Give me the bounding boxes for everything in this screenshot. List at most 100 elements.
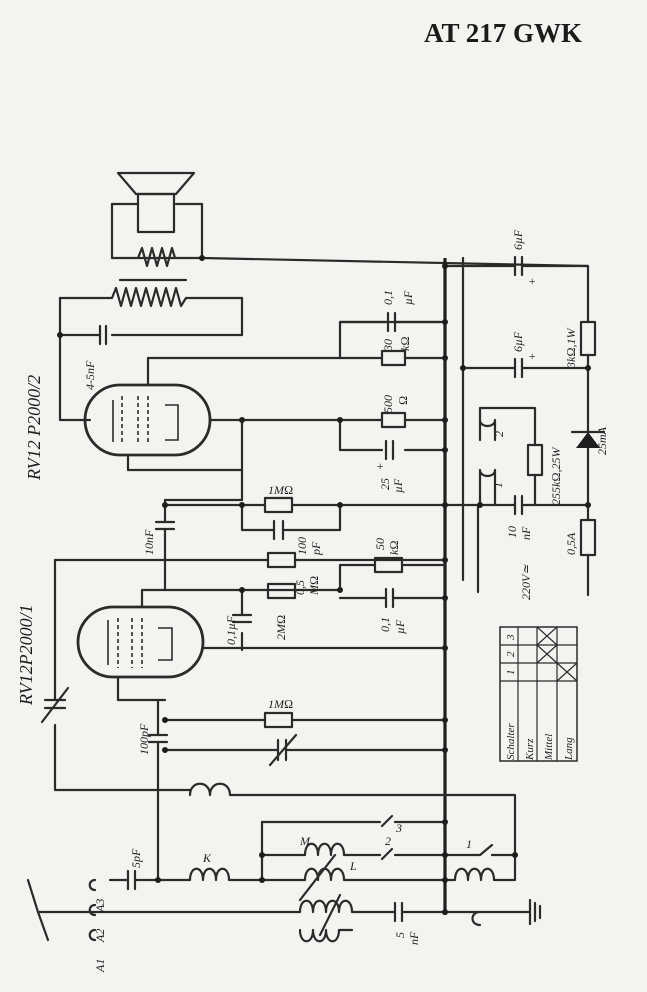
resistor-500: [380, 411, 407, 429]
resistor-3k: [579, 320, 597, 357]
tube1-cathode-wire: [163, 418, 244, 502]
label-antenna-a1: A1: [93, 959, 107, 973]
resistor-0-5m: [266, 551, 297, 569]
label-c-5nf: 5: [393, 932, 407, 938]
capacitor-100pf-coupling: [147, 698, 169, 882]
label-c-4-5nf: 4-5nF: [83, 360, 97, 390]
table-col-2: 2: [505, 651, 517, 657]
label-r-1m-top: 1MΩ: [268, 483, 293, 497]
label-coil-k: K: [202, 851, 212, 865]
label-c-0-1uf-tube2: 0,1µF: [224, 615, 238, 645]
label-c-10nf-mains-unit: nF: [519, 526, 533, 540]
label-r-500: 500: [381, 395, 395, 413]
antenna-icon: [26, 878, 112, 942]
label-r-30k: 30: [381, 339, 395, 352]
resistor-50k: [373, 556, 404, 574]
label-c-25uf: 25: [378, 478, 392, 490]
label-c-6uf-top-plus: +: [528, 274, 536, 288]
label-r-500-unit: Ω: [396, 396, 410, 405]
resistor-2m: [266, 582, 297, 600]
capacitor-25uf: [384, 439, 395, 461]
diagram-title: AT 217 GWK: [424, 18, 582, 48]
ground-icon: [478, 898, 542, 926]
label-c-10nf: 10nF: [142, 529, 156, 555]
label-c-25uf-unit: µF: [391, 478, 405, 493]
switch-3-icon: [380, 814, 394, 828]
label-switch-3: 3: [395, 821, 402, 835]
label-antenna-a2: A2: [93, 929, 107, 943]
cathode-network-wire: [240, 418, 447, 452]
trimmer-capacitor-icon: [40, 686, 70, 724]
label-diode-25ma: 25mA: [595, 426, 609, 455]
capacitor-6uf-top: [443, 255, 590, 277]
label-c-6uf-second: 6µF: [511, 331, 525, 352]
regeneration-coil-icon: [188, 782, 517, 862]
capacitor-4-5nf: [58, 324, 108, 346]
label-r-30k-unit: kΩ: [398, 336, 412, 351]
label-coil-l: L: [349, 859, 357, 873]
table-row-lang: Lang: [563, 737, 575, 761]
antenna-tuning-arrow-icon: [318, 893, 342, 937]
table-header-label: Schalter: [505, 723, 517, 760]
junction-dots: [57, 255, 591, 915]
label-coil-m: M: [299, 834, 311, 848]
rectifier-diode-icon: [570, 416, 606, 507]
table-row-kurz: Kurz: [524, 738, 536, 761]
table-col-1: 1: [505, 670, 517, 676]
label-r-0-5m-unit: MΩ: [307, 576, 321, 596]
capacitor-6uf-second: [461, 357, 590, 379]
vacuum-tube-icon-2: [76, 605, 205, 679]
regeneration-wire: [53, 558, 192, 792]
tuning-arrow-icon: [298, 853, 337, 902]
variable-capacitor-icon: [268, 733, 298, 767]
resistor-1m-top: [263, 496, 294, 514]
label-fuse: 0,5A: [564, 532, 578, 555]
label-r-2m: 2MΩ: [274, 615, 288, 640]
output-transformer: [58, 286, 244, 422]
label-antenna-a3: A3: [93, 899, 107, 913]
switch-2-icon: [380, 847, 394, 861]
label-c-5nf-unit: nF: [407, 931, 421, 945]
label-r-0-5m: 0,5: [293, 580, 307, 595]
coil-k-icon: [133, 867, 264, 882]
dial-lamp-2-icon: [478, 418, 497, 442]
c-100pf-wire: [240, 503, 342, 532]
tube1-grid-wire: [126, 453, 244, 472]
label-c-25uf-plus: +: [376, 459, 384, 473]
switch-1-icon: [478, 843, 494, 857]
label-switch-1: 1: [466, 837, 472, 851]
vacuum-tube-icon: [83, 383, 212, 457]
loudspeaker-icon: [110, 171, 204, 268]
table-row-mittel: Mittel: [543, 734, 555, 761]
label-switch-2: 2: [385, 834, 391, 848]
label-r-50k: 50: [373, 538, 387, 550]
label-mains-220v: 220V≃: [519, 564, 533, 600]
resistor-255k: [526, 443, 544, 477]
label-c-6uf-second-plus: +: [528, 349, 536, 363]
label-tube-2: RV12P2000/1: [16, 604, 36, 706]
label-c-100pf: 100: [295, 537, 309, 555]
label-r-3k: 3kΩ,1W: [564, 327, 578, 369]
label-c-0-1uf-mid-unit: µF: [393, 619, 407, 634]
tube1-anode-wire: [146, 320, 442, 387]
label-c-100pf-coupling: 100pF: [137, 723, 151, 755]
label-c-10nf-mains: 10: [505, 526, 519, 538]
label-c-0-1uf-mid: 0,1: [378, 617, 392, 632]
antenna-coil-secondary: [298, 928, 354, 943]
label-r-255k: 255kΩ,25W: [549, 446, 563, 505]
label-c-0-1uf: 0,1: [381, 290, 395, 305]
antenna-coil-icon: [108, 899, 447, 914]
label-r-1m-bottom: 1MΩ: [268, 697, 293, 711]
label-r-50k-unit: kΩ: [387, 540, 401, 555]
lamp-wire: [478, 406, 537, 507]
capacitor-10nf: [154, 498, 176, 592]
resistor-30k: [380, 349, 407, 367]
label-lamp-2: 2: [492, 431, 506, 437]
label-c-6uf-top: 6µF: [511, 229, 525, 250]
tube2-grid-wire: [116, 675, 167, 702]
capacitor-5pf: [108, 869, 137, 891]
table-col-3: 3: [505, 634, 517, 641]
label-c-100pf-unit: pF: [309, 541, 323, 556]
speaker-feed-wire: [200, 256, 590, 268]
